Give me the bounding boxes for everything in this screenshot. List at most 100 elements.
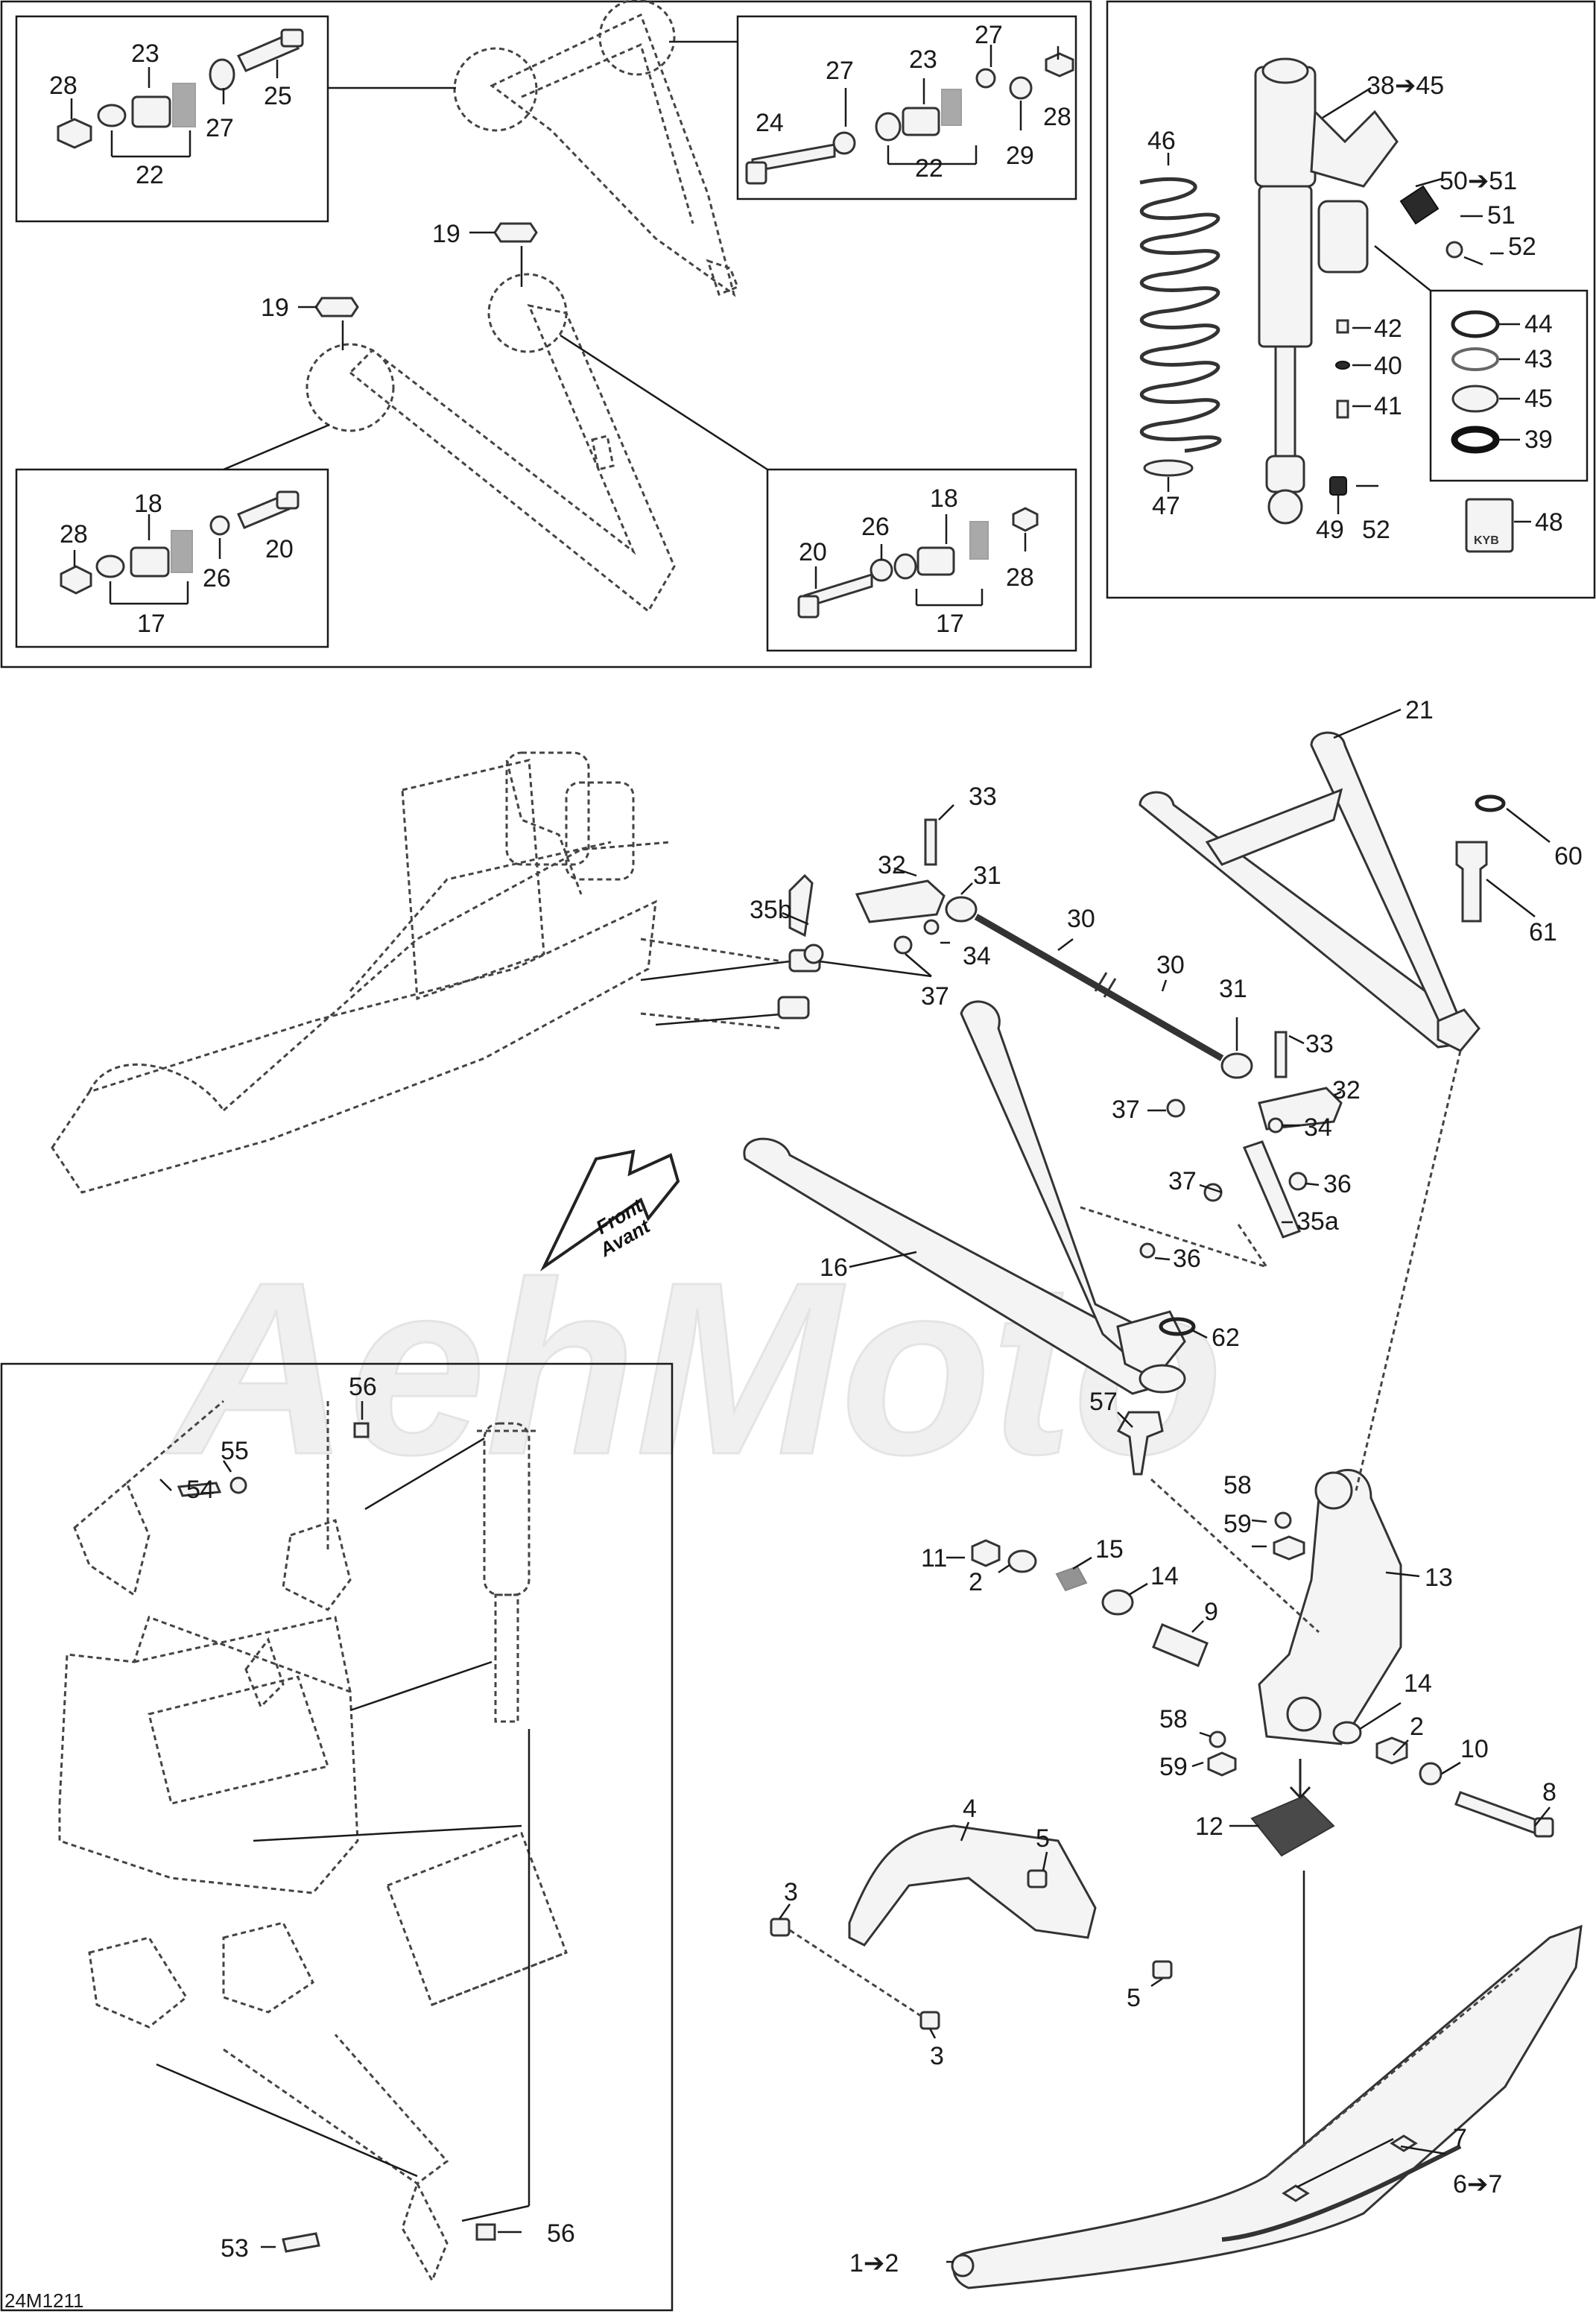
callout-21: 21 xyxy=(1405,696,1434,724)
callout-52-a: 52 xyxy=(1508,233,1536,261)
callout-49: 49 xyxy=(1316,516,1344,544)
callout-52-b: 52 xyxy=(1362,516,1390,544)
callout-61: 61 xyxy=(1529,918,1557,946)
callout-1-2: 1➔2 xyxy=(849,2249,899,2278)
callout-17-b: 17 xyxy=(936,610,964,638)
callout-54: 54 xyxy=(186,1476,215,1504)
callout-5-a: 5 xyxy=(1036,1824,1050,1853)
detail-box-lower-rear: 28 18 20 26 17 xyxy=(15,468,329,648)
shock-frame xyxy=(1106,0,1596,599)
callout-7: 7 xyxy=(1453,2124,1467,2152)
callout-47: 47 xyxy=(1152,492,1180,520)
callout-13: 13 xyxy=(1425,1564,1453,1592)
callout-15: 15 xyxy=(1095,1535,1124,1564)
bushing-19-upper: 19 xyxy=(432,220,538,287)
detail-circle-b xyxy=(598,0,676,76)
callout-38-45: 38➔45 xyxy=(1367,72,1444,100)
callout-31-b: 31 xyxy=(1219,975,1247,1003)
callout-31-a: 31 xyxy=(973,862,1001,890)
callout-22-b: 22 xyxy=(915,154,943,183)
callout-26-a: 26 xyxy=(203,564,231,592)
callout-60: 60 xyxy=(1554,842,1583,870)
callout-58-a: 58 xyxy=(1223,1471,1252,1499)
callout-20-a: 20 xyxy=(265,535,294,563)
lower-a-arm-drawing xyxy=(305,273,676,613)
callout-28-d: 28 xyxy=(1006,563,1034,592)
callout-2-b: 2 xyxy=(1410,1713,1424,1741)
callout-46: 46 xyxy=(1147,127,1176,155)
callout-58-b: 58 xyxy=(1159,1705,1188,1733)
callout-28-c: 28 xyxy=(60,520,88,549)
callout-30-b: 30 xyxy=(1156,951,1185,979)
callout-17-a: 17 xyxy=(137,610,165,638)
detail-circle-c xyxy=(305,343,395,432)
nut-icon xyxy=(57,118,92,149)
callout-23-a: 23 xyxy=(131,39,159,68)
callout-9: 9 xyxy=(1204,1598,1218,1626)
watermark-text: AehMoto xyxy=(164,1230,1223,1505)
callout-50-51: 50➔51 xyxy=(1440,167,1517,195)
callout-55: 55 xyxy=(221,1437,249,1465)
front-arrow: Front Avant xyxy=(539,1149,680,1271)
callout-39: 39 xyxy=(1524,426,1553,454)
callout-20-b: 20 xyxy=(799,538,827,566)
callout-19-a: 19 xyxy=(432,220,460,248)
callout-33-a: 33 xyxy=(969,783,997,811)
callout-42: 42 xyxy=(1374,314,1402,343)
callout-44: 44 xyxy=(1524,310,1553,338)
callout-36-a: 36 xyxy=(1323,1170,1352,1198)
kyb-decal-text: KYB xyxy=(1474,534,1499,547)
callout-22-a: 22 xyxy=(136,161,164,189)
callout-11: 11 xyxy=(921,1544,947,1572)
seal-kit-box: 44 43 45 39 xyxy=(1374,245,1589,482)
callout-26-b: 26 xyxy=(861,513,890,541)
callout-40: 40 xyxy=(1374,352,1402,380)
detail-box-upper-rear: 28 23 25 27 22 xyxy=(15,15,329,223)
callout-34-b: 34 xyxy=(1304,1113,1332,1142)
bushing-19-lower: 19 xyxy=(261,294,359,350)
callout-48: 48 xyxy=(1535,508,1563,537)
callout-51: 51 xyxy=(1487,201,1516,230)
callout-10: 10 xyxy=(1460,1735,1489,1763)
callout-45: 45 xyxy=(1524,385,1553,413)
callout-30-a: 30 xyxy=(1067,905,1095,933)
detail-box-lower-front: 20 26 18 28 17 xyxy=(766,468,1077,652)
callout-59-b: 59 xyxy=(1159,1753,1188,1781)
callout-19-b: 19 xyxy=(261,294,289,322)
callout-18-a: 18 xyxy=(134,490,162,518)
callout-33-b: 33 xyxy=(1305,1030,1334,1058)
assembly-overview xyxy=(51,751,821,1194)
center-assembly: 21 60 61 33 32 31 35b 30 34 30 37 31 33 … xyxy=(743,696,1583,2289)
upper-left-frame xyxy=(0,0,1092,668)
callout-37-b: 37 xyxy=(1112,1096,1140,1124)
callout-37-a: 37 xyxy=(921,982,949,1011)
callout-25: 25 xyxy=(264,82,292,110)
callout-32-b: 32 xyxy=(1332,1076,1361,1104)
callout-32-a: 32 xyxy=(878,851,906,879)
callout-4: 4 xyxy=(963,1795,977,1823)
watermark: AehMoto xyxy=(162,1230,1224,1507)
callout-14-a: 14 xyxy=(1150,1562,1179,1590)
callout-8: 8 xyxy=(1542,1778,1557,1806)
callout-59-a: 59 xyxy=(1223,1510,1252,1538)
callout-35b: 35b xyxy=(750,896,792,924)
shock-panel: 44 43 45 39 KYB 48 38➔45 46 50➔51 51 52 … xyxy=(1106,0,1596,599)
callout-18-b: 18 xyxy=(930,484,958,513)
callout-2-a: 2 xyxy=(969,1568,983,1596)
callout-23-b: 23 xyxy=(909,45,937,74)
shock-absorber-drawing xyxy=(1254,57,1483,525)
lower-left-panel: 54 55 56 53 56 xyxy=(0,1362,674,2312)
callout-36-b: 36 xyxy=(1173,1245,1201,1273)
callout-56-a: 56 xyxy=(349,1373,377,1401)
callout-27-b: 27 xyxy=(826,57,854,85)
callout-3-b: 3 xyxy=(930,2042,944,2070)
callout-6-7: 6➔7 xyxy=(1453,2170,1502,2199)
callout-3-a: 3 xyxy=(784,1878,798,1906)
callout-53: 53 xyxy=(221,2234,249,2263)
diagram-code: 24M1211 xyxy=(4,2289,84,2312)
callout-41: 41 xyxy=(1374,392,1402,420)
callout-29: 29 xyxy=(1006,142,1034,170)
callout-12: 12 xyxy=(1195,1812,1223,1841)
kyb-decal: KYB 48 xyxy=(1465,498,1563,553)
